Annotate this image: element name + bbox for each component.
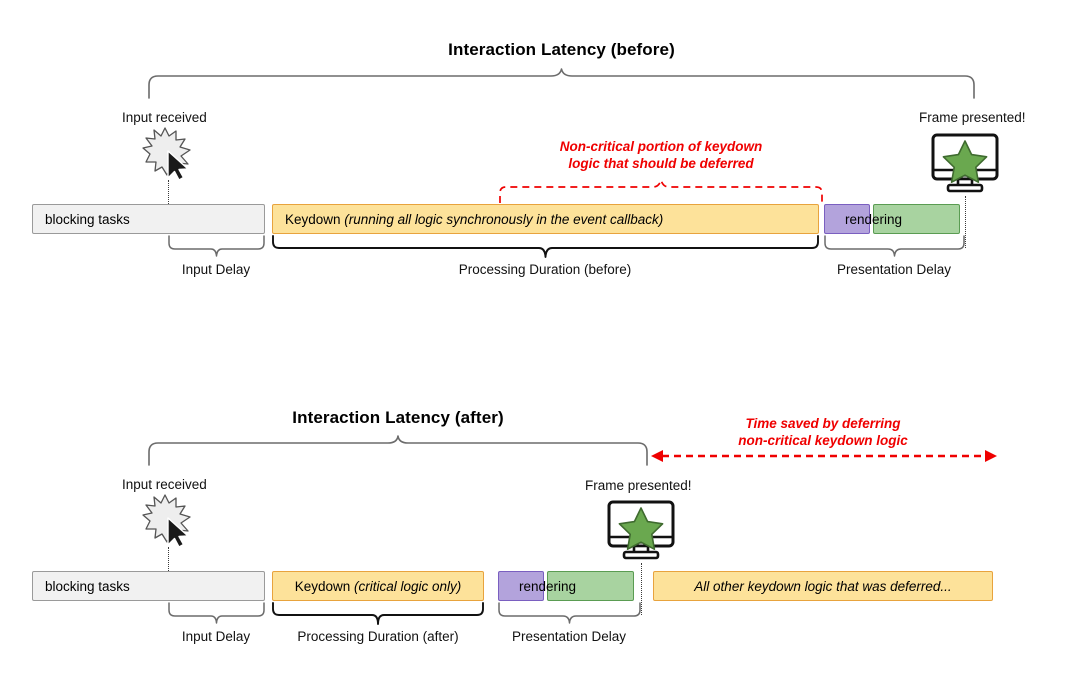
block-keydown-after-italic: (critical logic only)	[354, 578, 462, 594]
red-annotation-after-line2: non-critical keydown logic	[738, 433, 908, 448]
time-saved-arrow	[651, 445, 997, 467]
red-annotation-before-line2: logic that should be deferred	[568, 156, 754, 171]
input-guide-line-before	[168, 180, 169, 214]
brace-presentation-after	[498, 602, 641, 625]
block-keydown-before-main: Keydown	[285, 211, 345, 227]
block-blocking-tasks-before[interactable]: blocking tasks	[32, 204, 265, 234]
block-presentation-purple-before[interactable]	[824, 204, 870, 234]
red-annotation-after-line1: Time saved by deferring	[745, 416, 901, 431]
block-blocking-tasks-after-label: blocking tasks	[45, 578, 130, 594]
block-keydown-before[interactable]: Keydown (running all logic synchronously…	[272, 204, 819, 234]
brace-input-delay-after-label: Input Delay	[181, 629, 251, 644]
monitor-star-icon	[928, 133, 1002, 195]
page-title-after: Interaction Latency (after)	[292, 408, 504, 427]
frame-presented-label-after: Frame presented!	[585, 478, 692, 493]
input-guide-line-after	[168, 547, 169, 581]
block-keydown-after-label: Keydown (critical logic only)	[273, 579, 483, 594]
block-deferred-logic[interactable]: All other keydown logic that was deferre…	[653, 571, 993, 601]
brace-presentation-before	[824, 235, 965, 258]
input-received-label-before: Input received	[122, 110, 207, 125]
block-rendering-before-label: rendering	[845, 212, 903, 227]
block-rendering-green-after[interactable]	[547, 571, 634, 601]
block-keydown-before-label: Keydown (running all logic synchronously…	[273, 212, 663, 227]
red-annotation-before-line1: Non-critical portion of keydown	[559, 139, 763, 154]
burst-cursor-icon	[142, 127, 202, 184]
block-keydown-after[interactable]: Keydown (critical logic only)	[272, 571, 484, 601]
frame-guide-line-after	[641, 563, 642, 615]
burst-cursor-icon	[142, 494, 202, 551]
latency-brace-after	[148, 435, 648, 466]
brace-presentation-before-label: Presentation Delay	[836, 262, 952, 277]
latency-brace-before	[148, 68, 975, 99]
block-rendering-after-label: rendering	[519, 579, 577, 594]
noncritical-dashed-brace	[498, 178, 824, 204]
brace-processing-after-label: Processing Duration (after)	[297, 629, 459, 644]
frame-presented-label-before: Frame presented!	[919, 110, 1026, 125]
brace-processing-before-label: Processing Duration (before)	[458, 262, 632, 277]
brace-presentation-after-label: Presentation Delay	[511, 629, 627, 644]
block-blocking-tasks-before-label: blocking tasks	[45, 211, 130, 227]
brace-processing-before	[272, 235, 819, 260]
brace-input-delay-before	[168, 235, 265, 258]
block-keydown-after-main: Keydown	[294, 578, 354, 594]
block-presentation-purple-after[interactable]	[498, 571, 544, 601]
block-keydown-before-italic: (running all logic synchronously in the …	[344, 211, 664, 227]
input-received-label-after: Input received	[122, 477, 207, 492]
frame-guide-line-before	[965, 196, 966, 248]
brace-input-delay-before-label: Input Delay	[181, 262, 251, 277]
block-deferred-logic-label: All other keydown logic that was deferre…	[694, 578, 952, 594]
brace-input-delay-after	[168, 602, 265, 625]
block-blocking-tasks-after[interactable]: blocking tasks	[32, 571, 265, 601]
red-annotation-after: Time saved by deferring non-critical key…	[653, 415, 993, 449]
brace-processing-after	[272, 602, 484, 627]
block-rendering-green-before[interactable]	[873, 204, 960, 234]
monitor-star-icon	[604, 500, 678, 562]
red-annotation-before: Non-critical portion of keydown logic th…	[498, 138, 824, 172]
page-title-before: Interaction Latency (before)	[448, 40, 675, 59]
